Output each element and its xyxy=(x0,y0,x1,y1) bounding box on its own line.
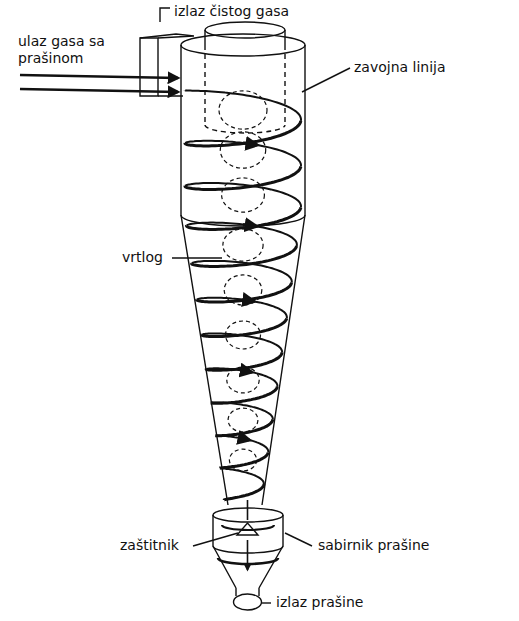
outlet-mark xyxy=(160,8,170,22)
part-label: ulaz gasa sa prašinom xyxy=(16,33,128,67)
spiral-flow xyxy=(187,208,301,230)
outlet-pipe xyxy=(205,30,285,45)
leader-line xyxy=(193,533,238,546)
leader-line xyxy=(285,533,312,546)
part-label: izlaz čistog gasa xyxy=(172,3,291,20)
spiral-flow xyxy=(211,402,273,419)
spiral-flow xyxy=(220,468,264,484)
part-label: zaštitnik xyxy=(118,537,181,554)
inlet-flow-arrow xyxy=(20,75,178,78)
vortex-core xyxy=(219,91,267,129)
spiral-flow xyxy=(192,261,292,283)
flow-arrowhead xyxy=(243,439,250,441)
spiral-flow xyxy=(197,298,287,319)
spiral-flow xyxy=(185,167,301,190)
vortex-core xyxy=(223,229,263,261)
spiral-flow xyxy=(206,368,277,387)
vortex-core xyxy=(229,449,256,471)
vortex-core xyxy=(220,132,265,168)
cylinder-wall xyxy=(181,45,305,215)
flow-arrowhead xyxy=(243,300,254,302)
vortex-core xyxy=(227,367,259,393)
vortex-core xyxy=(226,321,261,349)
spiral-flow xyxy=(185,90,301,121)
vortex-core xyxy=(222,178,265,212)
part-label: izlaz prašine xyxy=(274,594,365,611)
spiral-flow xyxy=(215,419,272,436)
flow-arrowhead xyxy=(243,224,257,226)
dust-flow-arrow xyxy=(247,500,249,520)
vortex-core xyxy=(224,275,262,305)
inlet-duct xyxy=(140,38,158,96)
flow-arrowhead xyxy=(243,143,257,145)
part-label: sabirnik prašine xyxy=(316,537,431,554)
flow-arrowhead xyxy=(243,371,252,373)
spiral-flow xyxy=(224,484,264,500)
spiral-flow xyxy=(185,141,301,167)
spiral-flow xyxy=(185,183,301,208)
spiral-flow xyxy=(202,334,283,353)
leader-line xyxy=(262,602,271,603)
leader-line xyxy=(172,257,222,258)
cylinder-top xyxy=(181,45,305,56)
spiral-flow xyxy=(211,387,277,404)
leader-line xyxy=(302,68,350,92)
spiral-flow xyxy=(220,453,268,469)
inner-pipe xyxy=(205,45,285,133)
dust-outlet xyxy=(234,594,262,610)
inlet-duct xyxy=(140,34,194,96)
vortex-core xyxy=(228,408,258,432)
spiral-flow xyxy=(216,436,269,453)
cylinder-top xyxy=(181,34,305,45)
collector-swirl xyxy=(222,525,274,530)
spiral-flow xyxy=(197,283,292,302)
spiral-flow xyxy=(187,223,297,246)
inlet-flow-arrow xyxy=(20,89,178,92)
part-label: vrtlog xyxy=(120,249,165,266)
part-label: zavojna linija xyxy=(352,59,448,76)
dust-flow-arrow xyxy=(247,540,249,570)
